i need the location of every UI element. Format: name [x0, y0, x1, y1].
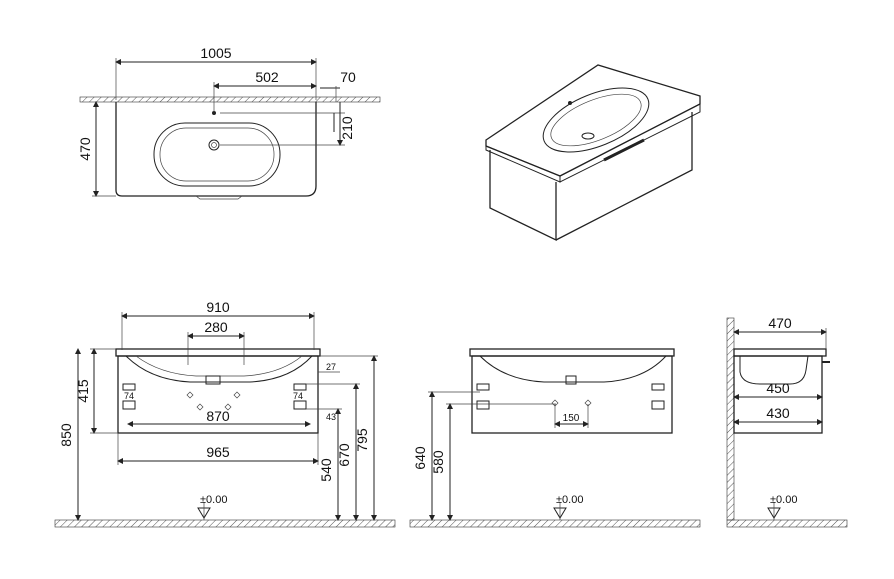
floor-hatch-middle	[409, 519, 701, 528]
dim-74-left: 74	[124, 391, 134, 401]
side-countertop	[733, 348, 827, 357]
dim-edge-70: 70	[340, 69, 356, 85]
front-cabinet	[117, 355, 319, 434]
floor-label-left: ±0.00	[200, 494, 227, 506]
floor-label-middle: ±0.00	[556, 494, 583, 506]
front-drain	[205, 375, 221, 385]
wall-hatch-side	[726, 317, 735, 521]
floor-hatch-left	[54, 519, 396, 528]
tap-hole-icon	[212, 111, 216, 115]
dim-bracket-span-870: 870	[206, 408, 230, 424]
front-countertop	[115, 348, 321, 357]
iso-cabinet-front	[555, 112, 693, 241]
dim-height-640: 640	[412, 446, 428, 470]
middle-cabinet	[471, 355, 673, 434]
iso-drawer-handle	[603, 138, 645, 162]
top-overflow	[195, 195, 243, 200]
bracket-left-icon	[122, 383, 136, 391]
dim-side-450: 450	[766, 380, 790, 396]
middle-countertop	[469, 348, 675, 357]
top-basin-outline	[115, 102, 317, 197]
dim-height-540: 540	[318, 458, 334, 482]
dim-27: 27	[326, 362, 336, 372]
dim-tap-depth-210: 210	[339, 116, 355, 140]
dim-cabinet-width-965: 965	[206, 444, 230, 460]
iso-bowl-inner	[550, 93, 642, 147]
iso-cabinet-left	[489, 150, 557, 242]
wall-hatch-top	[79, 96, 381, 103]
dim-tap-offset-502: 502	[255, 69, 279, 85]
isometric-view	[485, 64, 701, 242]
iso-tap-hole-icon	[568, 101, 572, 105]
dim-depth-470: 470	[77, 137, 93, 161]
dim-height-670: 670	[336, 443, 352, 467]
dim-height-580: 580	[430, 450, 446, 474]
side-view: 470 450 430 ±0.00	[726, 315, 848, 528]
dim-total-height-850: 850	[58, 423, 74, 447]
front-bowl	[125, 355, 313, 383]
dim-height-795: 795	[354, 428, 370, 452]
top-bowl-inner	[159, 127, 275, 182]
dim-74-right: 74	[293, 391, 303, 401]
dim-150: 150	[563, 413, 580, 424]
front-view: 910 280 870 965 415 850 540 670 795	[54, 299, 396, 528]
floor-hatch-right	[726, 519, 848, 528]
dim-bowl-width-910: 910	[206, 299, 230, 315]
iso-drain-icon	[581, 132, 595, 140]
floor-label-right: ±0.00	[770, 494, 797, 506]
dim-side-430: 430	[766, 405, 790, 421]
dim-side-depth-470: 470	[768, 315, 792, 331]
bracket-right-icon	[293, 383, 307, 391]
dim-width-1005: 1005	[200, 45, 231, 61]
top-bowl-outer	[153, 122, 281, 187]
drain-icon	[208, 139, 220, 151]
top-view: 1005 502 70 470 210	[77, 45, 381, 200]
dim-43: 43	[326, 412, 336, 422]
iso-bowl-outer	[542, 87, 650, 153]
dim-top-height-415: 415	[75, 379, 91, 403]
middle-view: 640 580 150 ±0.00	[409, 348, 701, 528]
dim-bowl-inner-280: 280	[204, 319, 228, 335]
